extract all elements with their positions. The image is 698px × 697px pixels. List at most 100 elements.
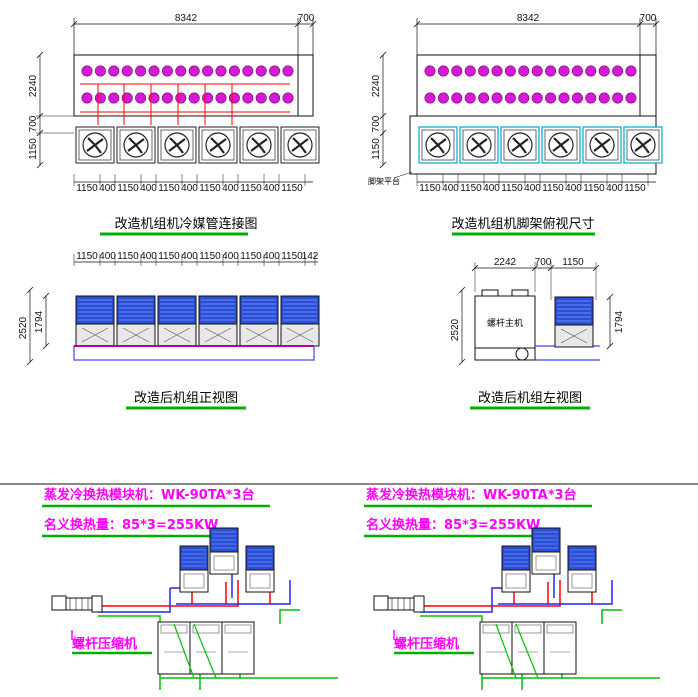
gap-width-dim: 700 [535, 257, 552, 268]
dimension-label: 142 [302, 251, 319, 262]
module-unit-front [116, 295, 156, 347]
dimension-label: 1150 [76, 251, 98, 262]
module-dot [269, 65, 281, 77]
module-dot [202, 92, 214, 104]
module-dot [108, 92, 120, 104]
module-dot [121, 65, 133, 77]
dimension-label: 1150 [542, 183, 564, 194]
capacity-text: 名义换热量：85*3=255KW [44, 517, 218, 533]
module-dot [228, 92, 240, 104]
module-dot [558, 92, 570, 104]
dimension-label: 400 [606, 183, 623, 194]
module-unit [501, 545, 531, 593]
module-dot [531, 65, 543, 77]
dimension-label: 1150 [158, 251, 180, 262]
module-dot [94, 65, 106, 77]
module-spec-title: 蒸发冷换热模块机：WK-90TA*3台 [366, 487, 577, 503]
module-dot [518, 65, 530, 77]
module-dot [242, 65, 254, 77]
module-dot [148, 92, 160, 104]
dimension-label: 1150 [460, 183, 482, 194]
module-dot [161, 92, 173, 104]
dimension-label: 1150 [419, 183, 441, 194]
fan-unit [540, 125, 582, 165]
module-unit-front [280, 295, 320, 347]
height-dim-top: 2240 [371, 74, 382, 97]
module-dot [135, 65, 147, 77]
module-dot [491, 65, 503, 77]
frame-view-caption: 改造机组机脚架俯视尺寸 [451, 216, 594, 232]
height-dim-mid: 700 [371, 115, 382, 132]
front-view-caption: 改造后机组正视图 [134, 391, 238, 406]
dimension-label: 1150 [281, 251, 303, 262]
module-dot [188, 65, 200, 77]
fan-unit [417, 125, 459, 165]
module-dot [585, 65, 597, 77]
module-dot [451, 65, 463, 77]
height-dim-top: 2240 [28, 74, 39, 97]
module-dot [437, 65, 449, 77]
compressor-label: 螺杆压缩机 [72, 636, 137, 652]
dimension-label: 400 [222, 251, 239, 262]
module-dot [504, 92, 516, 104]
pump-assembly [51, 595, 103, 613]
refrigerant-pipe-network [80, 83, 290, 125]
module-dot [625, 92, 637, 104]
dimension-label: 1150 [76, 183, 98, 194]
module-dot [94, 92, 106, 104]
fan-unit [581, 125, 623, 165]
main-unit-width-dim: 2242 [494, 257, 517, 268]
dimension-label: 1150 [117, 183, 139, 194]
module-dot [598, 65, 610, 77]
left-elevation-view: 2242 700 1150 螺杆主机 2520 1794 改造后机组左视图 [450, 257, 625, 410]
height-dim-mid: 700 [28, 115, 39, 132]
capacity-text: 名义换热量：85*3=255KW [366, 517, 540, 533]
module-dot-grid [424, 65, 637, 104]
module-dot [504, 65, 516, 77]
compressor-label: 螺杆压缩机 [394, 636, 459, 652]
module-dot [424, 92, 436, 104]
dimension-label: 1150 [158, 183, 180, 194]
module-dot [478, 92, 490, 104]
module-unit-front [239, 295, 279, 347]
pipe-view-caption: 改造机组机冷媒管连接图 [114, 216, 257, 232]
module-dot [437, 92, 449, 104]
fan-unit [499, 125, 541, 165]
total-height-dim: 2520 [450, 318, 461, 341]
side-width-dim: 700 [640, 13, 657, 24]
main-unit-label: 螺杆主机 [487, 317, 523, 329]
module-unit [567, 545, 597, 593]
dimension-label: 400 [181, 183, 198, 194]
module-dot [545, 92, 557, 104]
module-dot [282, 92, 294, 104]
dimension-label: 400 [263, 251, 280, 262]
module-dot [282, 65, 294, 77]
dimension-label: 1150 [240, 183, 262, 194]
dimension-label: 400 [442, 183, 459, 194]
dimension-label: 1150 [240, 251, 262, 262]
dimension-label: 1150 [281, 183, 303, 194]
module-dot [228, 65, 240, 77]
module-dot [571, 92, 583, 104]
dimension-label: 400 [181, 251, 198, 262]
module-spec-title: 蒸发冷换热模块机：WK-90TA*3台 [44, 487, 255, 503]
fan-unit [458, 125, 500, 165]
module-dot [424, 65, 436, 77]
fan-row [74, 125, 321, 165]
fan-unit [622, 125, 664, 165]
overall-width-dim: 8342 [175, 13, 198, 24]
fan-unit [238, 125, 280, 165]
module-dot [175, 65, 187, 77]
screw-main-unit [474, 295, 536, 349]
module-dot [175, 92, 187, 104]
module-dot [464, 92, 476, 104]
module-unit [531, 527, 561, 575]
dimension-label: 1150 [501, 183, 523, 194]
module-dot [81, 65, 93, 77]
module-dot [121, 92, 133, 104]
